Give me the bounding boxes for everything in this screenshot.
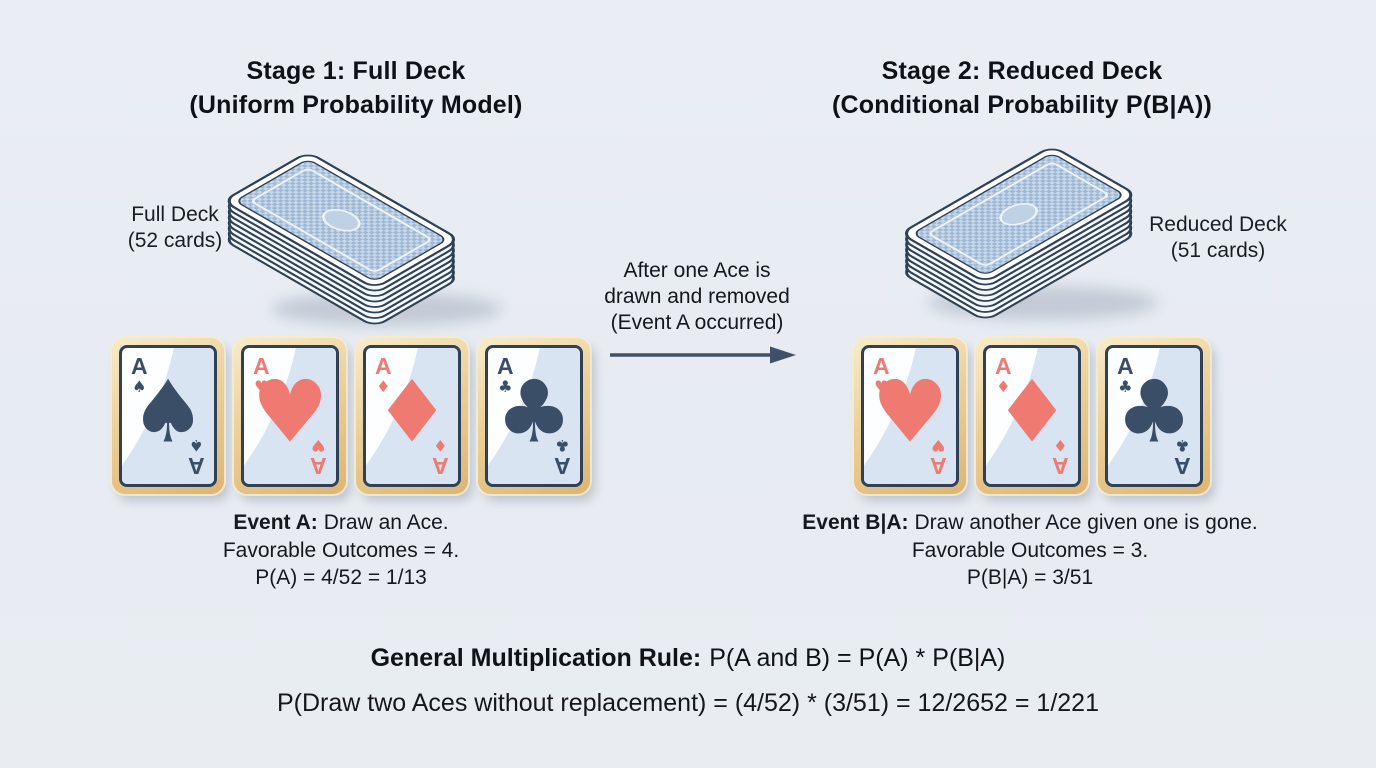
card-face: A♦♦A♦	[983, 345, 1081, 487]
card-face: A♥♥A♥	[861, 345, 959, 487]
card-ace-of-diamonds: A♦♦A♦	[356, 338, 468, 494]
reduced-deck-label-line2: (51 cards)	[1170, 239, 1266, 262]
card-corner-index: A♣	[1117, 353, 1134, 396]
transition-line2: drawn and removed	[604, 285, 790, 308]
card-swoosh-decoration	[244, 348, 336, 484]
card-corner-index: A♠	[131, 353, 148, 396]
card-corner-index-rotated: A♦	[432, 436, 449, 479]
card-face: A♦♦A♦	[363, 345, 461, 487]
stage2-caption-line3: P(B|A) = 3/51	[966, 566, 1094, 589]
card-ace-of-diamonds: A♦♦A♦	[976, 338, 1088, 494]
card-corner-index-rotated: A♠	[188, 436, 205, 479]
stage1-event-text: Draw an Ace.	[323, 511, 449, 534]
reduced-deck-label-line1: Reduced Deck	[1149, 213, 1287, 236]
card-corner-index-rotated: A♦	[1052, 436, 1069, 479]
full-deck-label: Full Deck (52 cards)	[90, 202, 260, 254]
card-center-pip-diamonds-icon: ♦	[373, 362, 451, 463]
card-swoosh-decoration	[1108, 348, 1200, 484]
card-center-pip-clubs-icon: ♣	[1115, 362, 1193, 463]
card-corner-index: A♥	[873, 353, 890, 396]
deck-top-card	[227, 154, 455, 286]
right-arrow-icon	[610, 346, 796, 364]
transition-line1: After one Ace is	[623, 259, 771, 282]
card-deck-icon	[227, 154, 455, 325]
card-ace-of-clubs: A♣♣A♣	[478, 338, 590, 494]
card-corner-index-rotated: A♣	[554, 436, 571, 479]
stage1-title-line2: (Uniform Probability Model)	[189, 91, 523, 119]
card-corner-index-rotated: A♥	[310, 436, 327, 479]
stage2-title-line1: Stage 2: Reduced Deck	[881, 57, 1163, 85]
card-ace-of-clubs: A♣♣A♣	[1098, 338, 1210, 494]
card-face: A♣♣A♣	[485, 345, 583, 487]
card-ace-of-spades: A♠♠A♠	[112, 338, 224, 494]
stage1-event-label: Event A:	[233, 511, 318, 534]
multiplication-rule-line: General Multiplication Rule:P(A and B) =…	[0, 644, 1376, 673]
stage2-title: Stage 2: Reduced Deck (Conditional Proba…	[782, 54, 1262, 122]
stage2-caption-line1: Event B|A:Draw another Ace given one is …	[755, 509, 1305, 537]
card-deck-icon	[905, 148, 1133, 319]
stage2-cards-row: A♥♥A♥A♦♦A♦A♣♣A♣	[854, 338, 1210, 494]
stage2-title-line2: (Conditional Probability P(B|A))	[831, 91, 1213, 119]
card-face: A♠♠A♠	[119, 345, 217, 487]
card-swoosh-decoration	[122, 348, 214, 484]
stage1-title-line1: Stage 1: Full Deck	[246, 57, 466, 85]
stage1-caption: Event A:Draw an Ace. Favorable Outcomes …	[110, 509, 572, 592]
card-face: A♥♥A♥	[241, 345, 339, 487]
card-ace-of-hearts: A♥♥A♥	[234, 338, 346, 494]
full-deck-label-line1: Full Deck	[131, 203, 219, 226]
stage1-caption-line3: P(A) = 4/52 = 1/13	[255, 566, 427, 589]
stage1-caption-line2: Favorable Outcomes = 4.	[222, 538, 460, 562]
stage2-event-text: Draw another Ace given one is gone.	[914, 511, 1258, 534]
card-swoosh-decoration	[488, 348, 580, 484]
card-corner-index: A♦	[375, 353, 392, 396]
transition-line3: (Event A occurred)	[610, 311, 784, 334]
card-center-pip-spades-icon: ♠	[129, 362, 207, 463]
card-corner-index: A♥	[253, 353, 270, 396]
reduced-deck-label: Reduced Deck (51 cards)	[1143, 212, 1293, 264]
stage2-caption: Event B|A:Draw another Ace given one is …	[755, 509, 1305, 592]
full-deck-illustration	[222, 146, 472, 341]
multiplication-rule-formula: P(A and B) = P(A) * P(B|A)	[709, 644, 1006, 672]
card-ace-of-hearts: A♥♥A♥	[854, 338, 966, 494]
card-corner-index: A♣	[497, 353, 514, 396]
stage1-title: Stage 1: Full Deck (Uniform Probability …	[116, 54, 596, 122]
transition-description: After one Ace is drawn and removed (Even…	[557, 258, 837, 336]
card-corner-index-rotated: A♣	[1174, 436, 1191, 479]
card-center-pip-diamonds-icon: ♦	[993, 362, 1071, 463]
card-center-pip-clubs-icon: ♣	[495, 362, 573, 463]
stage1-caption-line1: Event A:Draw an Ace.	[110, 509, 572, 537]
calculation-line: P(Draw two Aces without replacement) = (…	[277, 689, 1099, 717]
card-face: A♣♣A♣	[1105, 345, 1203, 487]
card-center-pip-hearts-icon: ♥	[871, 362, 949, 463]
card-swoosh-decoration	[986, 348, 1078, 484]
stage2-event-label: Event B|A:	[802, 511, 909, 534]
stage1-cards-row: A♠♠A♠A♥♥A♥A♦♦A♦A♣♣A♣	[112, 338, 590, 494]
card-swoosh-decoration	[864, 348, 956, 484]
card-corner-index-rotated: A♥	[930, 436, 947, 479]
multiplication-rule-label: General Multiplication Rule:	[370, 644, 702, 672]
card-center-pip-hearts-icon: ♥	[251, 362, 329, 463]
deck-top-card	[905, 148, 1133, 280]
card-corner-index: A♦	[995, 353, 1012, 396]
full-deck-label-line2: (52 cards)	[127, 229, 223, 252]
reduced-deck-illustration	[888, 140, 1138, 335]
stage2-caption-line2: Favorable Outcomes = 3.	[911, 538, 1149, 562]
card-swoosh-decoration	[366, 348, 458, 484]
